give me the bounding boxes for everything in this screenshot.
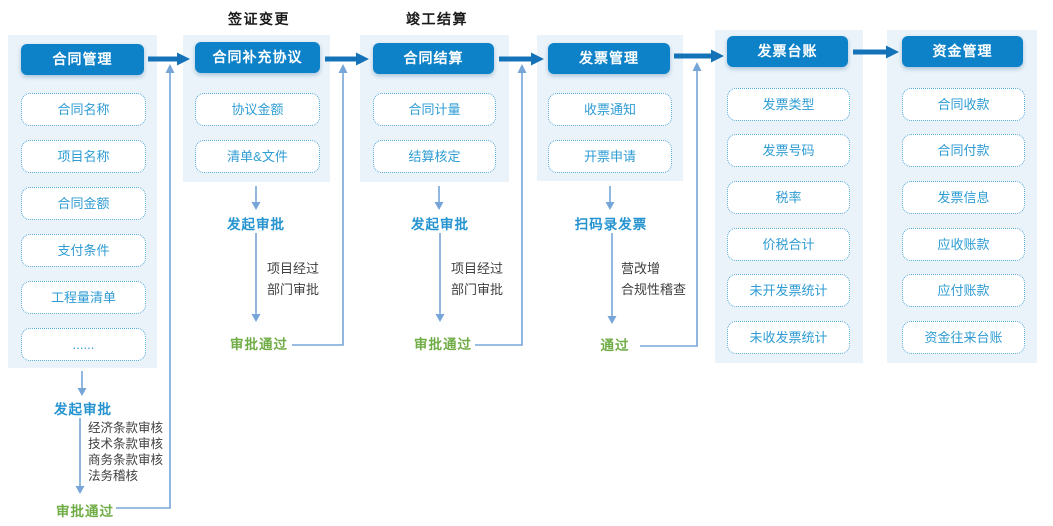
- flow1-end-label: 审批通过: [56, 504, 114, 519]
- list-item: 合同金额: [21, 187, 146, 220]
- list-item: 价税合计: [727, 228, 850, 261]
- list-item: 未收发票统计: [727, 321, 850, 354]
- flow4-approval-arrow: [607, 233, 617, 324]
- list-item: 应付账款: [902, 274, 1025, 307]
- flow2-down-arrow: [251, 186, 261, 210]
- list-item: 发票信息: [902, 181, 1025, 214]
- list-item: 合同计量: [373, 93, 496, 126]
- list-item: 发票号码: [727, 134, 850, 167]
- flow2-end-label: 审批通过: [230, 337, 288, 352]
- list-item: 项目名称: [21, 140, 146, 173]
- list-item: 发票类型: [727, 88, 850, 121]
- flow3-down-arrow: [434, 186, 444, 210]
- label-completion-settlement: 竣工结算: [406, 11, 468, 27]
- invoice-mgmt-header: 发票管理: [548, 43, 670, 74]
- flow1-approval-arrow: [75, 418, 85, 494]
- flow1-down-arrow: [77, 371, 87, 396]
- list-item: 未开发票统计: [727, 274, 850, 307]
- flow2-steps: 项目经过 部门审批: [267, 261, 320, 297]
- list-item: 资金往来台账: [902, 321, 1025, 354]
- list-item: 收票通知: [548, 93, 672, 126]
- list-item: 合同付款: [902, 134, 1025, 167]
- flow4-start-label: 扫码录发票: [574, 217, 648, 232]
- supplement-agreement-panel: 合同补充协议 协议金额 清单&文件: [183, 35, 330, 182]
- list-item: 工程量清单: [21, 281, 146, 314]
- list-item: 协议金额: [195, 93, 320, 126]
- list-item: 清单&文件: [195, 140, 320, 173]
- fund-mgmt-panel: 资金管理 合同收款 合同付款 发票信息 应收账款 应付账款 资金往来台账: [887, 30, 1037, 363]
- fund-mgmt-header: 资金管理: [902, 36, 1023, 67]
- invoice-mgmt-panel: 发票管理 收票通知 开票申请: [537, 35, 683, 181]
- flow3-approval-arrow: [435, 233, 445, 322]
- invoice-ledger-header: 发票台账: [727, 36, 848, 67]
- flow4-end-label: 通过: [600, 338, 630, 353]
- flow3-end-label: 审批通过: [414, 337, 472, 352]
- list-item: 应收账款: [902, 228, 1025, 261]
- invoice-ledger-panel: 发票台账 发票类型 发票号码 税率 价税合计 未开发票统计 未收发票统计: [715, 30, 863, 363]
- flow3-steps: 项目经过 部门审批: [451, 261, 504, 297]
- list-item: 税率: [727, 181, 850, 214]
- flow1-steps: 经济条款审核 技术条款审核 商务条款审核 法务稽核: [88, 421, 164, 483]
- list-item: 支付条件: [21, 234, 146, 267]
- list-item: 合同收款: [902, 88, 1025, 121]
- contract-mgmt-header: 合同管理: [21, 44, 144, 75]
- contract-settlement-header: 合同结算: [373, 43, 494, 74]
- list-item: 合同名称: [21, 93, 146, 126]
- list-item: 结算核定: [373, 140, 496, 173]
- flow4-down-arrow: [605, 186, 615, 210]
- flow2-approval-arrow: [251, 233, 261, 322]
- list-item: 开票申请: [548, 140, 672, 173]
- contract-mgmt-panel: 合同管理 合同名称 项目名称 合同金额 支付条件 工程量清单 ......: [8, 35, 157, 368]
- contract-settlement-panel: 合同结算 合同计量 结算核定: [360, 35, 509, 182]
- label-visa-change: 签证变更: [228, 11, 290, 27]
- flow1-start-label: 发起审批: [54, 402, 112, 417]
- flow2-start-label: 发起审批: [227, 217, 285, 232]
- supplement-agreement-header: 合同补充协议: [195, 42, 320, 73]
- flow3-start-label: 发起审批: [411, 217, 469, 232]
- flow4-steps: 营改增 合规性稽查: [621, 261, 687, 297]
- list-item: ......: [21, 328, 146, 361]
